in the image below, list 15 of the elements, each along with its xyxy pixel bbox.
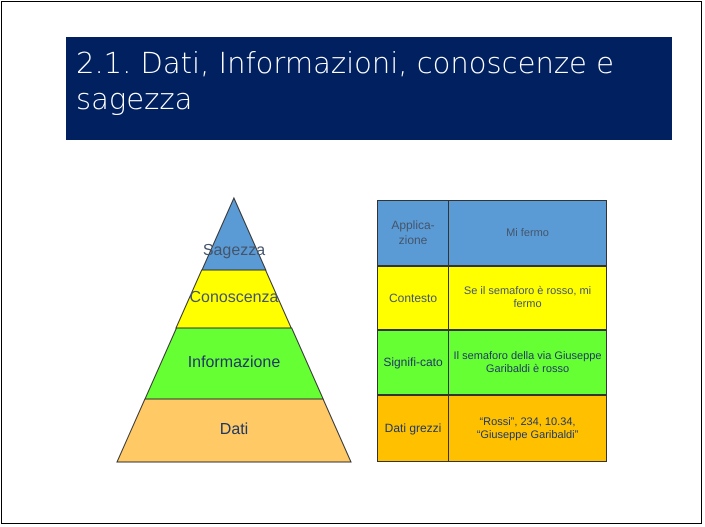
category-cell: Applica-zione [377,200,449,266]
band-label: Conoscenza [188,289,280,307]
band-label: Informazione [186,354,282,372]
example-cell: Mi fermo [448,200,607,266]
pyramid-base-band [117,399,351,462]
example-cell: Il semaforo della via Giuseppe Garibaldi è rosso [448,330,607,395]
category-cell: Signifi-cato [377,330,449,395]
category-cell: Contesto [377,266,449,330]
band-label: Dati [218,420,250,438]
pyramid-band [176,270,292,328]
category-cell: Dati grezzi [377,395,449,462]
example-cell: “Rossi”, 234, 10.34, “Giuseppe Garibaldi” [448,395,607,462]
example-cell: Se il semaforo è rosso, mi fermo [448,266,607,330]
slide-title: 2.1. Dati, Informazioni, conoscenze e sagezza [66,37,672,140]
pyramid-band [144,328,324,399]
